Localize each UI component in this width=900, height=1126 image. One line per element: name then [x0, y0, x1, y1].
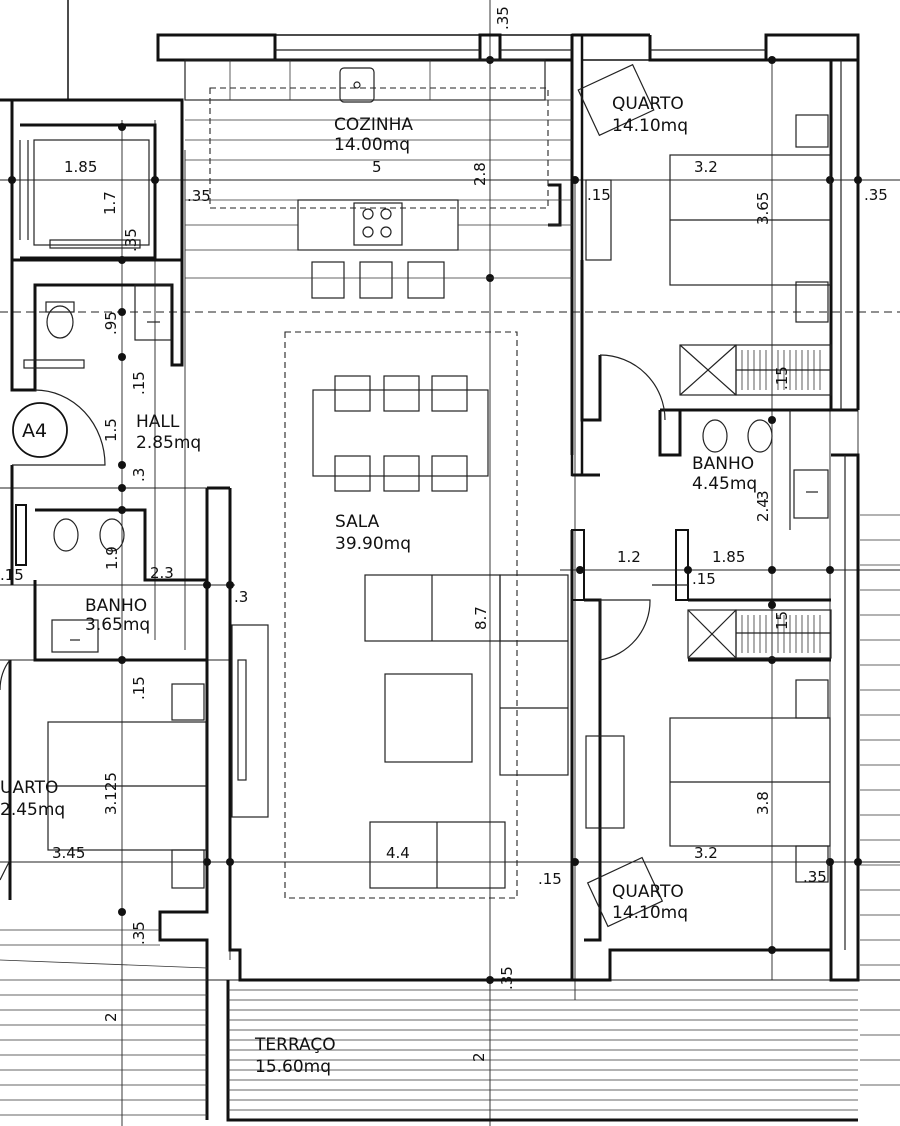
section-tag: A4	[22, 420, 47, 442]
dim-label: .35	[803, 868, 827, 886]
terraco-name: TERRAÇO	[254, 1035, 336, 1055]
dim-label: .15	[130, 676, 148, 700]
hall-door	[12, 389, 106, 466]
dim-label: .15	[692, 570, 716, 588]
sala-area: 39.90mq	[335, 534, 411, 554]
dim-label: .15	[130, 371, 148, 395]
dim-label: 1.9	[103, 546, 121, 570]
dim-label: 3	[754, 490, 772, 500]
dim-label: 1.85	[712, 548, 745, 566]
dim-label: 1.85	[64, 158, 97, 176]
hall-name: HALL	[136, 412, 180, 432]
sala-name: SALA	[335, 512, 380, 532]
dim-label: 4.4	[386, 844, 410, 862]
dim-label: 1.5	[102, 418, 120, 442]
dim-label: 2	[470, 1052, 488, 1062]
dim-label: 3.65	[754, 192, 772, 225]
kitchen-furniture	[184, 59, 572, 299]
dim-label: .35	[130, 921, 148, 945]
dim-label: .3	[130, 468, 148, 482]
dim-label: 2.4	[754, 498, 772, 522]
sala-furniture	[231, 331, 569, 899]
dim-label: .35	[864, 186, 888, 204]
walls	[0, 0, 860, 1122]
room-labels: COZINHA 14.00mq QUARTO 14.10mq HALL 2.85…	[0, 94, 757, 1077]
cozinha-name: COZINHA	[334, 115, 413, 135]
dim-label: .95	[102, 311, 120, 335]
dim-label: .15	[773, 366, 791, 390]
dim-label: 3.2	[694, 844, 718, 862]
dim-label: 1.2	[617, 548, 641, 566]
cozinha-area: 14.00mq	[334, 135, 410, 155]
banho-left-name: BANHO	[85, 596, 147, 616]
terraco-area: 15.60mq	[255, 1057, 331, 1077]
quarto-left-area: 2.45mq	[0, 800, 65, 820]
banho-right-area: 4.45mq	[692, 474, 757, 494]
dim-label: .15	[587, 186, 611, 204]
dim-label: 2.3	[150, 564, 174, 582]
hall-area: 2.85mq	[136, 433, 201, 453]
banho-right-name: BANHO	[692, 454, 754, 474]
quarto-left-name: UARTO	[0, 778, 58, 798]
axis-dots	[8, 56, 862, 984]
dim-label: 8.7	[472, 606, 490, 630]
quarto-bottom-area: 14.10mq	[612, 903, 688, 923]
dim-label: .15	[0, 566, 24, 584]
dim-label: 3.45	[52, 844, 85, 862]
dim-label: 1.7	[101, 191, 119, 215]
terrace-decking	[0, 514, 900, 1116]
dim-label: 3.2	[694, 158, 718, 176]
quarto-top-area: 14.10mq	[612, 116, 688, 136]
dim-label: 5	[372, 158, 382, 176]
quarto-top-name: QUARTO	[612, 94, 684, 114]
dim-label: .35	[187, 187, 211, 205]
dim-label: .15	[538, 870, 562, 888]
quarto-bottom-name: QUARTO	[612, 882, 684, 902]
dim-label: 2.8	[471, 162, 489, 186]
dimension-labels: .35 1.85 1.7 .35 .35 5 2.8 .15 3.2 3.65 …	[0, 6, 888, 1062]
section-tag-circle	[12, 402, 68, 458]
bathroom-fixtures	[15, 139, 829, 653]
dim-label: .35	[494, 6, 512, 30]
dim-label: .3	[234, 588, 248, 606]
dim-label: 2	[102, 1012, 120, 1022]
dim-label: 3.8	[754, 791, 772, 815]
bedroom-furniture	[0, 63, 832, 928]
dim-label: .35	[122, 228, 140, 252]
dim-label: .35	[498, 966, 516, 990]
windows	[19, 49, 846, 950]
banho-left-area: 3.65mq	[85, 615, 150, 635]
dim-label: 15	[773, 611, 791, 630]
dim-label: 3.125	[102, 772, 120, 815]
